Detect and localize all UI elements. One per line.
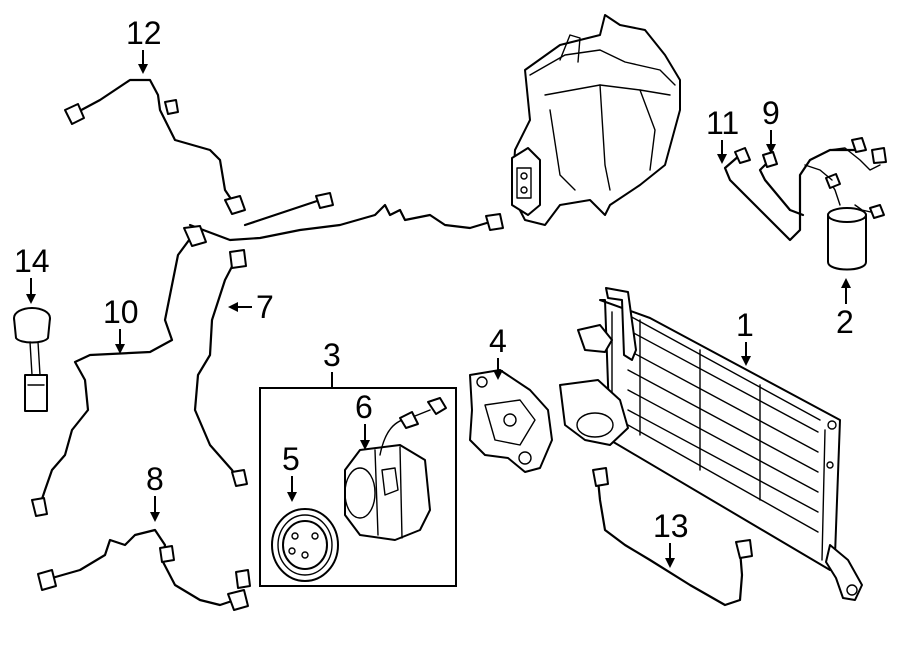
callout-1: 1 [736,307,754,366]
callout-8: 8 [146,461,164,522]
callout-label-8: 8 [146,461,164,497]
callout-label-7: 7 [256,289,274,325]
hose-12 [64,78,246,215]
callout-7: 7 [228,289,274,325]
hose-13 [592,467,753,607]
clutch-pulley [271,508,339,582]
callout-11: 11 [706,105,739,164]
hose-10 [31,225,207,517]
callout-label-3: 3 [323,337,341,373]
callout-label-11: 11 [706,105,739,141]
receiver-drier [825,173,885,271]
callout-9: 9 [762,95,780,154]
compressor-group-box [259,387,457,587]
hose-7 [188,192,504,487]
callout-5: 5 [282,441,300,502]
callout-6: 6 [355,389,373,450]
hose-8 [37,528,251,611]
callout-label-5: 5 [282,441,300,477]
callout-label-1: 1 [736,307,754,343]
callout-14: 14 [14,243,50,304]
callout-label-9: 9 [762,95,780,131]
callout-label-6: 6 [355,389,373,425]
callout-label-12: 12 [126,15,162,51]
callout-10: 10 [103,294,139,354]
suction-discharge-lines [723,137,887,242]
callout-label-10: 10 [103,294,139,330]
callout-12: 12 [126,15,162,74]
evaporator-housing [511,14,681,226]
callout-label-4: 4 [489,323,507,359]
compressor-bracket [469,369,553,473]
callout-label-13: 13 [653,508,689,544]
callout-3: 3 [323,337,341,388]
callout-label-14: 14 [14,243,50,279]
callout-2: 2 [836,278,854,340]
callout-4: 4 [489,323,507,380]
ac-compressor [344,397,447,541]
condenser [559,287,863,601]
pressure-switch [13,307,51,412]
callout-13: 13 [653,508,689,568]
callout-label-2: 2 [836,304,854,340]
